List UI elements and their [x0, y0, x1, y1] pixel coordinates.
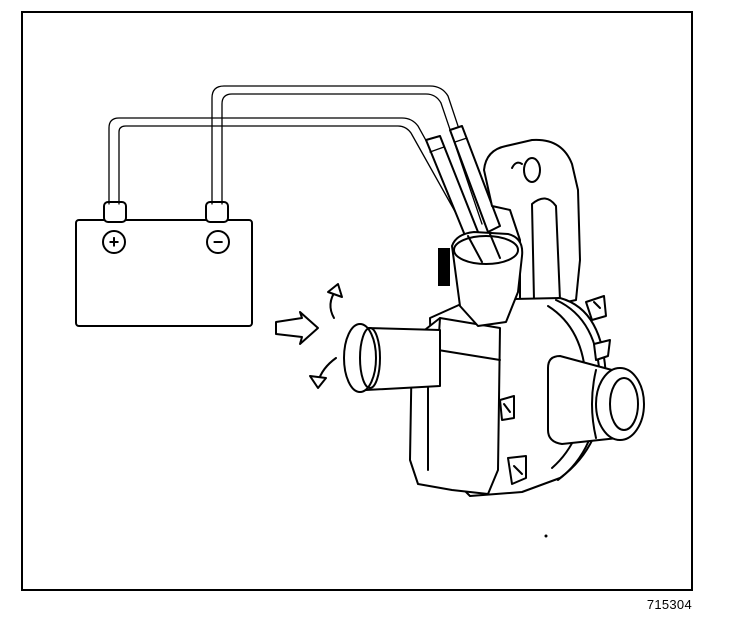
- stray-dot: [544, 534, 548, 538]
- airflow-arrow-icon: [275, 311, 319, 345]
- positive-symbol: +: [109, 232, 120, 252]
- valve-solenoid-icon: [343, 138, 645, 497]
- jumper-wire-icon: [108, 85, 501, 239]
- negative-symbol: −: [213, 232, 224, 252]
- figure-frame: [21, 11, 693, 591]
- figure-number: 715304: [646, 597, 692, 612]
- rotation-arrow-icon: [309, 283, 343, 389]
- battery-icon: + −: [75, 201, 253, 327]
